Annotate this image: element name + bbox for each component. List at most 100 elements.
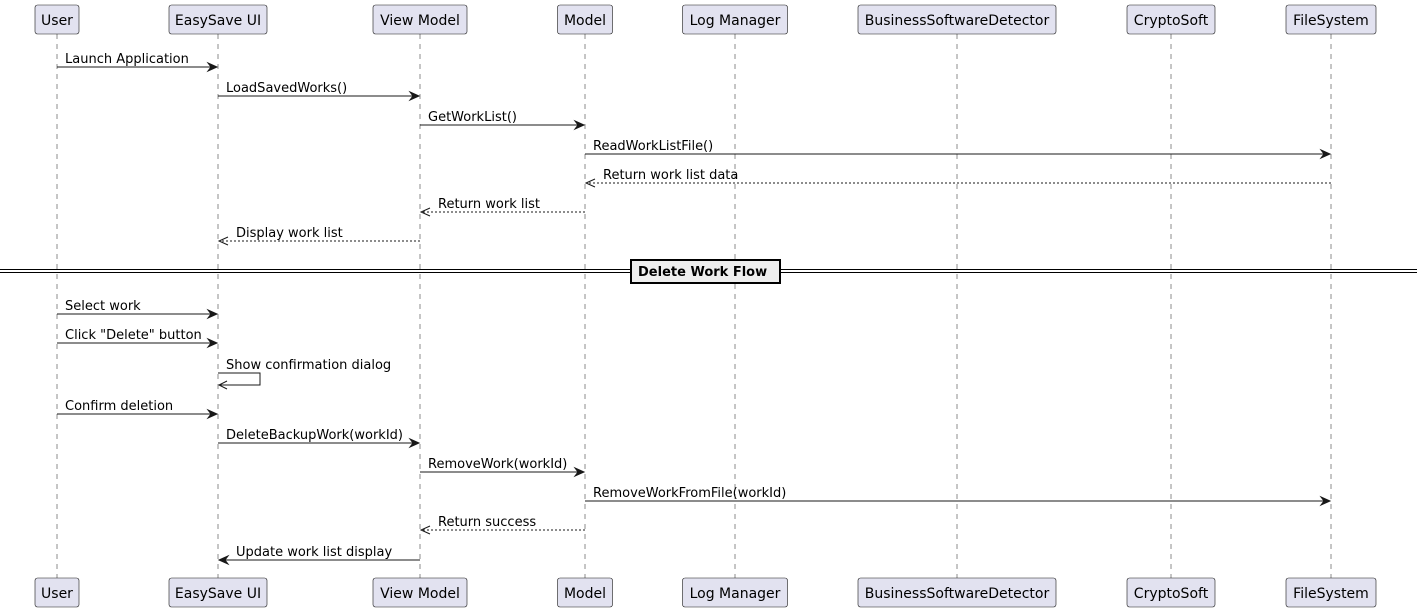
message-10: Click "Delete" button — [57, 328, 219, 349]
arrowhead — [419, 525, 431, 535]
message-label: Update work list display — [236, 545, 392, 560]
participant-bottom-fs: FileSystem — [1285, 577, 1377, 608]
participant-top-model: Model — [557, 4, 613, 35]
participant-box — [682, 577, 788, 608]
participant-label: FileSystem — [1293, 586, 1369, 602]
participant-box — [34, 577, 80, 608]
divider-label: Delete Work Flow — [638, 265, 767, 280]
divider-box — [630, 259, 781, 284]
message-17: Update work list display — [217, 545, 420, 566]
message-15: RemoveWorkFromFile(workId) — [585, 486, 1332, 507]
message-label: LoadSavedWorks() — [226, 81, 347, 96]
message-label: RemoveWork(workId) — [428, 457, 567, 472]
message-3: GetWorkList() — [420, 110, 586, 131]
message-12: Confirm deletion — [57, 399, 219, 420]
message-label: Display work list — [236, 226, 343, 241]
arrowhead — [206, 408, 219, 420]
message-label: ReadWorkListFile() — [593, 139, 713, 154]
message-label: Return success — [438, 515, 536, 530]
participant-label: View Model — [380, 13, 460, 29]
participant-box — [168, 577, 268, 608]
participant-box — [682, 4, 788, 35]
participant-label: User — [41, 586, 73, 602]
arrowhead — [1319, 495, 1332, 507]
participant-top-fs: FileSystem — [1285, 4, 1377, 35]
message-label: DeleteBackupWork(workId) — [226, 428, 403, 443]
arrowhead — [206, 61, 219, 73]
participant-top-crypto: CryptoSoft — [1126, 4, 1216, 35]
participant-label: User — [41, 13, 73, 29]
arrowhead — [584, 178, 596, 188]
participant-top-bsd: BusinessSoftwareDetector — [857, 4, 1057, 35]
message-label: Return work list data — [603, 168, 738, 183]
message-9: Select work — [57, 299, 219, 320]
participant-bottom-crypto: CryptoSoft — [1126, 577, 1216, 608]
message-11: Show confirmation dialog — [217, 358, 391, 390]
participant-label: Log Manager — [690, 13, 781, 29]
participant-box — [1126, 577, 1216, 608]
message-label: Select work — [65, 299, 141, 314]
participant-label: BusinessSoftwareDetector — [865, 13, 1050, 29]
message-16: Return success — [419, 515, 585, 535]
arrowhead — [573, 119, 586, 131]
participant-label: FileSystem — [1293, 13, 1369, 29]
arrowhead — [419, 207, 431, 217]
participant-top-log: Log Manager — [682, 4, 788, 35]
message-5: Return work list data — [584, 168, 1331, 188]
participant-label: Model — [564, 13, 606, 29]
arrowhead — [217, 236, 229, 246]
arrowhead — [1319, 148, 1332, 160]
message-label: Launch Application — [65, 52, 189, 67]
participant-label: CryptoSoft — [1134, 586, 1209, 602]
participant-bottom-vm: View Model — [372, 577, 468, 608]
participant-bottom-model: Model — [557, 577, 613, 608]
message-label: RemoveWorkFromFile(workId) — [593, 486, 786, 501]
participant-label: Model — [564, 586, 606, 602]
message-label: Return work list — [438, 197, 540, 212]
participant-bottom-ui: EasySave UI — [168, 577, 268, 608]
participant-box — [372, 577, 468, 608]
section-divider: Delete Work Flow — [0, 259, 1417, 284]
message-label: Confirm deletion — [65, 399, 173, 414]
participant-top-vm: View Model — [372, 4, 468, 35]
message-14: RemoveWork(workId) — [420, 457, 586, 478]
participant-top-user: User — [34, 4, 80, 35]
participant-box — [857, 4, 1057, 35]
message-7: Display work list — [217, 226, 420, 246]
participant-box — [557, 4, 613, 35]
participant-top-ui: EasySave UI — [168, 4, 268, 35]
arrowhead — [217, 380, 228, 390]
participant-box — [372, 4, 468, 35]
participant-box — [168, 4, 268, 35]
message-13: DeleteBackupWork(workId) — [218, 428, 421, 449]
message-2: LoadSavedWorks() — [218, 81, 421, 102]
arrowhead — [408, 90, 421, 102]
message-6: Return work list — [419, 197, 585, 217]
participant-box — [557, 577, 613, 608]
participant-label: View Model — [380, 586, 460, 602]
participant-label: Log Manager — [690, 586, 781, 602]
participant-box — [1285, 577, 1377, 608]
arrowhead — [408, 437, 421, 449]
message-4: ReadWorkListFile() — [585, 139, 1332, 160]
participant-box — [857, 577, 1057, 608]
message-1: Launch Application — [57, 52, 219, 73]
arrowhead — [573, 466, 586, 478]
arrowhead — [206, 337, 219, 349]
participant-label: CryptoSoft — [1134, 13, 1209, 29]
message-line — [218, 372, 261, 386]
participant-label: EasySave UI — [175, 13, 261, 29]
message-label: Show confirmation dialog — [226, 358, 391, 373]
arrowhead — [217, 554, 230, 566]
participant-bottom-log: Log Manager — [682, 577, 788, 608]
participant-bottom-user: User — [34, 577, 80, 608]
participant-label: EasySave UI — [175, 586, 261, 602]
participant-label: BusinessSoftwareDetector — [865, 586, 1050, 602]
participant-box — [1126, 4, 1216, 35]
message-label: GetWorkList() — [428, 110, 517, 125]
participant-bottom-bsd: BusinessSoftwareDetector — [857, 577, 1057, 608]
participant-box — [34, 4, 80, 35]
participant-box — [1285, 4, 1377, 35]
message-label: Click "Delete" button — [65, 328, 202, 343]
